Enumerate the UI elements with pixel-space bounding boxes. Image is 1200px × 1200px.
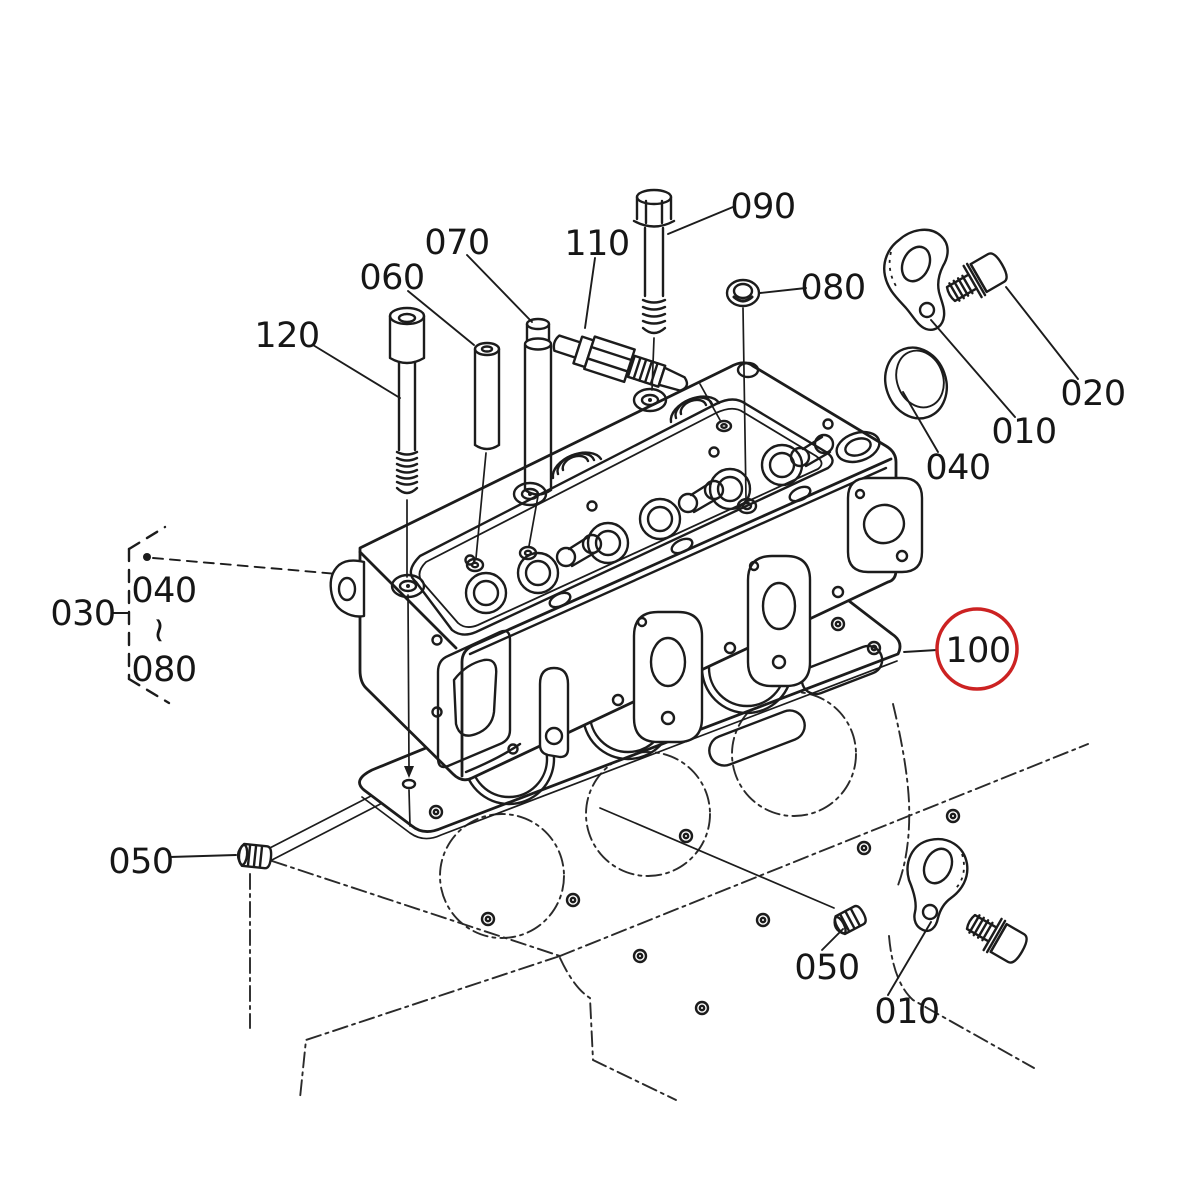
part-core-plug-040 <box>884 346 948 420</box>
callout-label-040-bracket: 040 <box>131 571 196 611</box>
block-bolt-holes <box>480 808 961 1016</box>
leader-050-bottom <box>821 928 844 951</box>
head-left-lug <box>329 559 366 618</box>
callout-label-060: 060 <box>359 258 424 298</box>
callout-label-100: 100 <box>945 631 1010 671</box>
part-sensor-110 <box>552 334 733 433</box>
callout-label-020: 020 <box>1060 374 1125 414</box>
part-plug-050-left <box>236 842 273 870</box>
insertion-arrow <box>404 766 414 778</box>
block-right-edge-phantom <box>892 703 911 889</box>
cylinder-bore-phantom <box>585 751 711 877</box>
leader-040 <box>902 391 939 453</box>
head-end-flange <box>846 476 924 574</box>
leader-120 <box>312 344 401 399</box>
leader-020 <box>1005 286 1079 380</box>
leader-080 <box>759 287 807 294</box>
part-cap-080 <box>725 278 761 515</box>
highlight-circle-100 <box>935 607 1019 691</box>
bracket-line <box>127 525 167 551</box>
callout-label-030: 030 <box>50 594 115 634</box>
leader-010-top <box>930 319 1016 418</box>
leader-010-bottom <box>887 921 932 996</box>
head-front-face-holes <box>611 585 845 707</box>
part-bolt-020 <box>945 252 1008 303</box>
gasket-water-slot <box>708 709 806 767</box>
leader-lines <box>111 206 1079 996</box>
callout-label-090: 090 <box>730 187 795 227</box>
block-edge-phantom <box>559 743 1089 957</box>
part-head-bolt-090 <box>632 188 676 391</box>
head-port-flange <box>746 554 812 688</box>
leader-030-dashed <box>152 557 339 575</box>
callout-label-080: 080 <box>800 268 865 308</box>
part-lifting-eye-010-top <box>883 228 949 331</box>
callout-label-050-left: 050 <box>108 842 173 882</box>
callout-label-110: 110 <box>564 224 629 264</box>
leader-060 <box>407 290 475 346</box>
callout-label-120: 120 <box>254 316 319 356</box>
callout-label-010-bottom: 010 <box>874 992 939 1032</box>
leader-070 <box>466 254 533 323</box>
leader-050-left <box>169 854 237 858</box>
gasket-thickness-edge <box>361 660 898 840</box>
leader-100 <box>903 649 938 653</box>
block-edge-phantom <box>299 955 561 1099</box>
bracket-dot <box>143 553 151 561</box>
callout-label-050-bottom: 050 <box>794 948 859 988</box>
loose-parts <box>236 188 1028 964</box>
leader-110 <box>584 257 596 329</box>
bracket-line <box>127 677 171 705</box>
part-bolt-010-bottom-mount <box>965 913 1028 964</box>
head-front-lug <box>538 666 570 759</box>
group-bracket-030 <box>111 525 339 705</box>
head-rib-arcs <box>551 395 721 480</box>
head-rocker-pedestals <box>555 433 835 568</box>
callout-label-080-bracket: 080 <box>131 650 196 690</box>
part-stud-120 <box>388 306 426 827</box>
head-port-flange <box>632 610 704 744</box>
part-valve-guide-060 <box>465 341 501 573</box>
callout-labels: 090 070 110 060 080 120 020 010 040 030 … <box>50 187 1126 1032</box>
head-front-face-line <box>468 466 888 656</box>
head-front-window <box>431 629 522 774</box>
callout-label-070: 070 <box>424 223 489 263</box>
engine-block-phantom-outline <box>249 691 1089 1101</box>
block-edge-phantom <box>271 860 561 957</box>
leader-090 <box>667 206 734 235</box>
part-plug-050-bottom <box>599 807 867 936</box>
cylinder-head-drawing <box>329 361 924 782</box>
head-core-plug-boss <box>835 430 881 464</box>
callout-label-040: 040 <box>925 448 990 488</box>
callout-label-tilde: ~ <box>139 616 179 645</box>
cylinder-bore-phantom <box>439 813 565 939</box>
callout-label-010-top: 010 <box>991 412 1056 452</box>
gasket-water-slot <box>800 644 884 696</box>
part-lifting-eye-010-bottom <box>906 837 969 932</box>
block-corner-phantom <box>559 957 677 1101</box>
head-valve-ports <box>464 443 804 615</box>
